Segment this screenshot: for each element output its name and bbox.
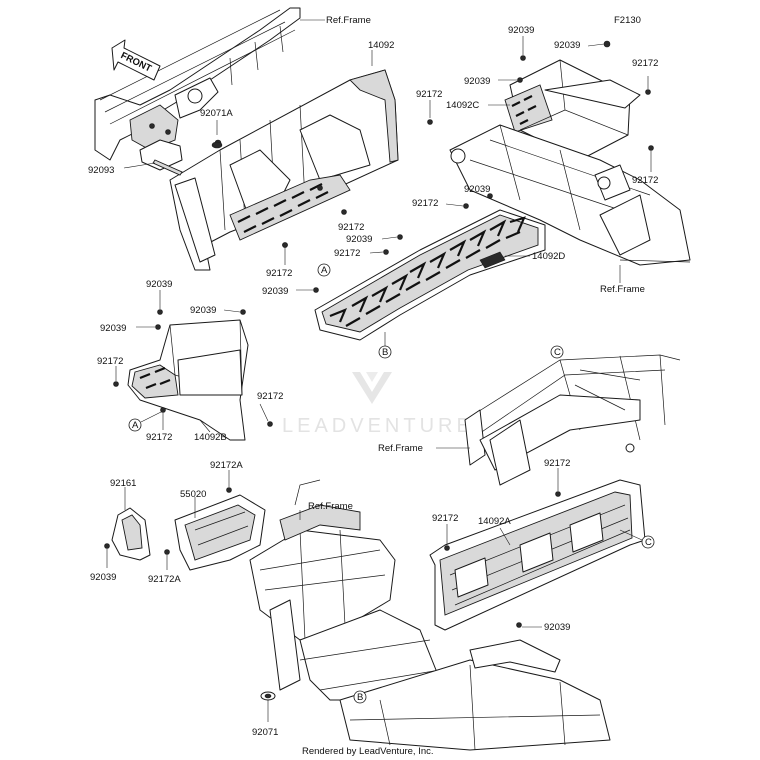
callout-14092B: 14092B — [194, 432, 227, 443]
callout-92172-box-mid: 92172 — [338, 222, 364, 233]
callout-92172-bed-b: 92172 — [432, 513, 458, 524]
callout-92172-mat-a: 92172 — [412, 198, 438, 209]
callout-92039-mat-c: 92039 — [262, 286, 288, 297]
part-14092-front-box — [169, 69, 399, 271]
callout-ref-frame-lower: Ref.Frame — [308, 501, 353, 512]
callout-14092A: 14092A — [478, 516, 511, 527]
callout-92172-side-c: 92172 — [146, 432, 172, 443]
part-14092D-floor-mat — [314, 209, 546, 341]
part-55020-guard — [174, 494, 266, 571]
cargo-bed-frame — [464, 354, 681, 486]
callout-92039-bed: 92039 — [544, 622, 570, 633]
part-92093-rod — [152, 159, 183, 176]
ref-marker-c-top: C — [554, 347, 561, 358]
footer-credit: Rendered by LeadVenture, Inc. — [302, 746, 434, 757]
callout-92039-side-c: 92039 — [100, 323, 126, 334]
ref-marker-a-side: A — [132, 420, 139, 431]
callout-55020: 55020 — [180, 489, 206, 500]
ref-marker-a-top: A — [321, 265, 328, 276]
callout-92039-side-b: 92039 — [190, 305, 216, 316]
front-direction-arrow: FRONT — [111, 39, 161, 81]
diagram-code: F2130 — [614, 15, 641, 26]
callout-92039-top-b: 92039 — [554, 40, 580, 51]
callout-ref-frame-right: Ref.Frame — [600, 284, 645, 295]
callout-92172-mat-b: 92172 — [334, 248, 360, 259]
callout-92172-top-right: 92172 — [632, 58, 658, 69]
callout-14092C: 14092C — [446, 100, 479, 111]
callout-92172-side-a: 92172 — [97, 356, 123, 367]
part-92071-grommet — [260, 691, 276, 701]
part-14092B-side-panel — [127, 319, 249, 441]
rear-frame-upper — [449, 124, 691, 266]
callout-92039-side-a: 92039 — [146, 279, 172, 290]
callout-92161: 92161 — [110, 478, 136, 489]
callout-92172-bed-a: 92172 — [544, 458, 570, 469]
callout-92039-top-a: 92039 — [508, 25, 534, 36]
callout-14092: 14092 — [368, 40, 394, 51]
callout-92039-lower: 92039 — [90, 572, 116, 583]
ref-marker-b-lower: B — [357, 692, 363, 703]
callout-92071A: 92071A — [200, 108, 233, 119]
callout-ref-frame-top: Ref.Frame — [326, 15, 371, 26]
part-92161-bracket — [111, 507, 151, 561]
callout-92039-mat-b: 92039 — [346, 234, 372, 245]
callout-92039-top-c: 92039 — [464, 76, 490, 87]
callout-92172A-lower: 92172A — [148, 574, 181, 585]
callout-92172-box-right: 92172 — [416, 89, 442, 100]
callout-92172A-upper: 92172A — [210, 460, 243, 471]
ref-marker-b-mat: B — [382, 347, 388, 358]
callout-ref-frame-bed: Ref.Frame — [378, 443, 423, 454]
callout-92039-mat-a: 92039 — [464, 184, 490, 195]
callout-92071: 92071 — [252, 727, 278, 738]
callout-92093: 92093 — [88, 165, 114, 176]
main-chassis-frame — [249, 479, 611, 751]
callout-14092D: 14092D — [532, 251, 565, 262]
watermark-logo — [352, 372, 392, 404]
part-92071A-grommet — [211, 141, 223, 149]
part-14092C-seat-bracket — [504, 59, 641, 161]
watermark-text: LEADVENTURE — [282, 415, 474, 437]
callout-92172-right-mid: 92172 — [632, 175, 658, 186]
callout-92172-side-b: 92172 — [257, 391, 283, 402]
callout-92172-box-low: 92172 — [266, 268, 292, 279]
part-14092A-bed-panel — [429, 479, 646, 631]
ref-marker-c-bed: C — [645, 537, 652, 548]
front-frame-section: FRONT — [94, 7, 301, 171]
